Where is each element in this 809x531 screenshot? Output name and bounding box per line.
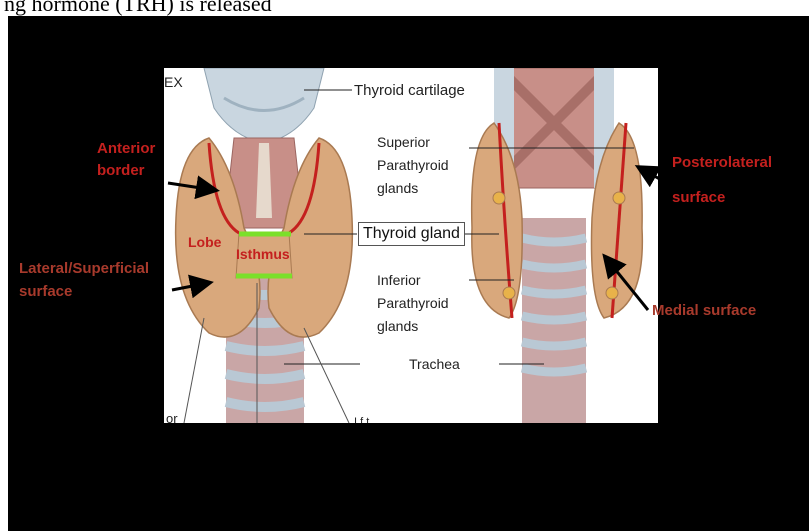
medial-surface-annotation: Medial surface	[652, 300, 756, 321]
thyroid-cartilage-label: Thyroid cartilage	[354, 80, 465, 101]
posterolateral-line2: surface	[672, 187, 725, 208]
lobe-annotation: Lobe	[188, 232, 221, 253]
ex-label: EX	[164, 72, 183, 93]
lateral-surface-line2: surface	[19, 281, 72, 302]
top-caption: ng hormone (TRH) is released	[4, 0, 272, 16]
inferior-parathyroid-line2: Parathyroid	[377, 293, 449, 314]
bottom-right-fragment: I f t	[354, 412, 369, 423]
anatomy-figure: EX Thyroid cartilage Superior Parathyroi…	[164, 68, 658, 423]
top-caption-strip: ng hormone (TRH) is released	[0, 0, 809, 16]
superior-parathyroid-line3: glands	[377, 178, 418, 199]
bottom-left-fragment: or	[166, 408, 178, 423]
trachea-label: Trachea	[409, 354, 460, 375]
posterior-view	[460, 68, 642, 423]
superior-parathyroid-line1: Superior	[377, 132, 430, 153]
posterolateral-line1: Posterolateral	[672, 152, 772, 173]
anterior-border-line2: border	[97, 160, 145, 181]
isthmus-annotation: Isthmus	[236, 244, 290, 265]
superior-parathyroid-line2: Parathyroid	[377, 155, 449, 176]
anterior-border-line1: Anterior	[97, 138, 155, 159]
thyroid-gland-label: Thyroid gland	[358, 222, 465, 246]
inferior-parathyroid-line1: Inferior	[377, 270, 421, 291]
inferior-parathyroid-line3: glands	[377, 316, 418, 337]
lateral-surface-line1: Lateral/Superficial	[19, 258, 149, 279]
